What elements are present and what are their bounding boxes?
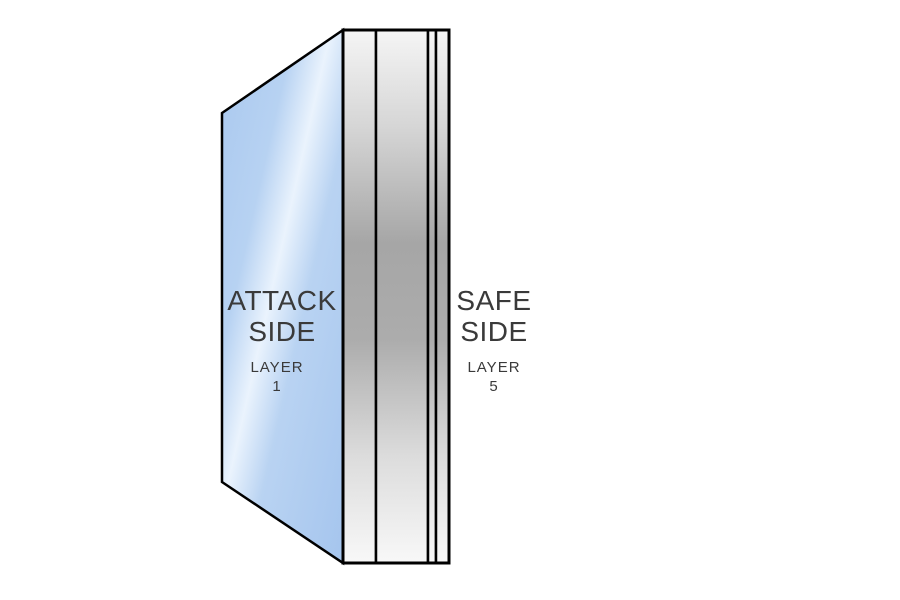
attack-side-title-line2: SIDE (248, 316, 316, 347)
safe-side-title-line1: SAFE (456, 285, 532, 316)
safe-side-title: SAFE SIDE (448, 287, 540, 346)
laminate-outline (341, 28, 451, 565)
safe-side-title-line2: SIDE (460, 316, 528, 347)
attack-side-layer-number: 1 (272, 378, 282, 395)
attack-side-title: ATTACK SIDE (222, 287, 342, 346)
attack-side-title-line1: ATTACK (227, 285, 337, 316)
layer-2-strip (341, 28, 378, 565)
attack-side-layer: LAYER 1 (222, 360, 332, 394)
layer-3-strip (374, 28, 430, 565)
safe-side-layer-label: LAYER (467, 359, 521, 376)
attack-side-layer-label: LAYER (250, 359, 304, 376)
safe-side-layer-number: 5 (489, 378, 499, 395)
safe-side-layer: LAYER 5 (448, 360, 540, 394)
